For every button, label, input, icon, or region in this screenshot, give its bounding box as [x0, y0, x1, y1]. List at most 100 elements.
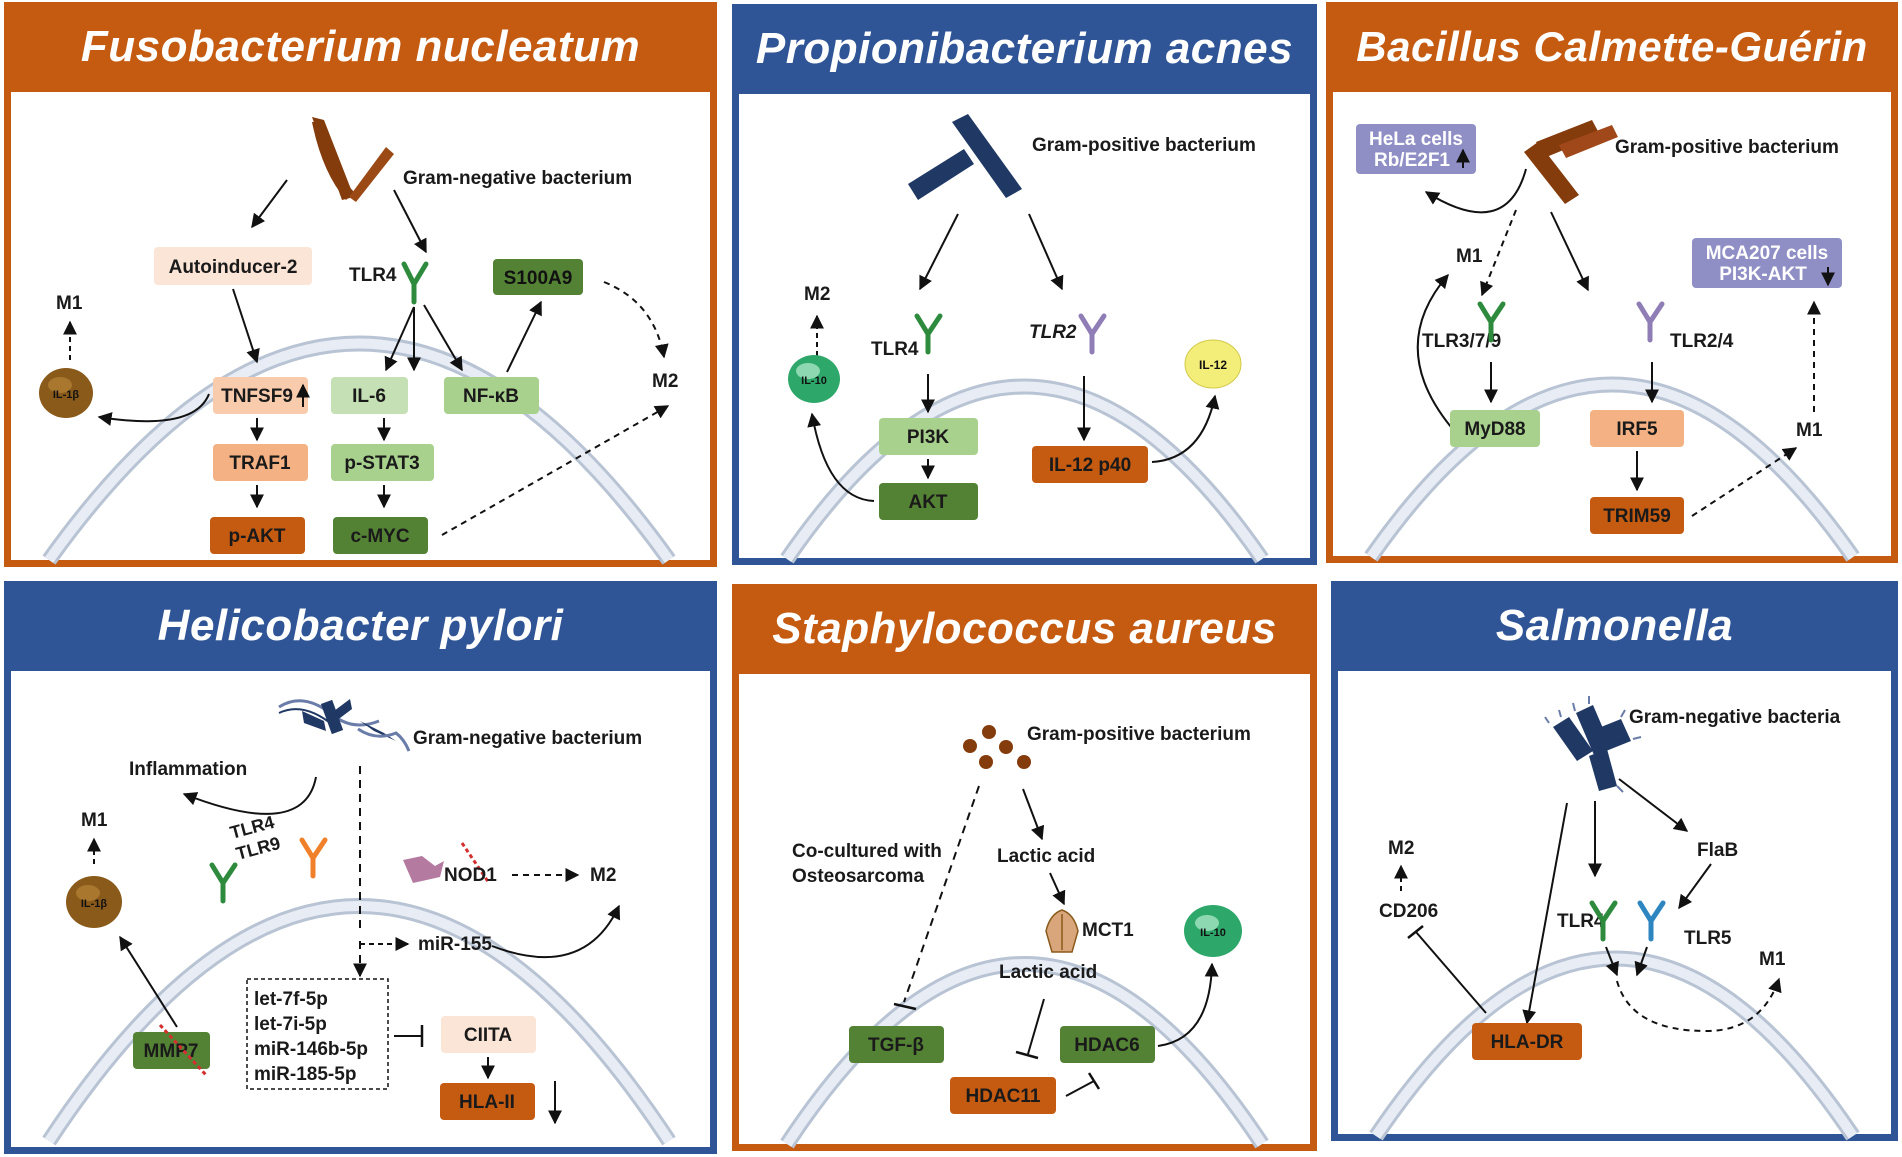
il6-box: [331, 377, 408, 414]
bacterium-type-label: Gram-positive bacterium: [1615, 137, 1839, 158]
bacterium-icon: [278, 699, 411, 752]
lactic-acid-inside-label: Lactic acid: [999, 962, 1097, 983]
tlr4-receptor-icon: [401, 261, 429, 305]
panel-body-fusobacterium: [11, 92, 710, 560]
s100a9-label: S100A9: [504, 268, 573, 289]
tgfb-label: TGF-β: [868, 1035, 924, 1056]
inflammation-label: Inflammation: [129, 759, 247, 780]
autoinducer-box: [154, 247, 312, 285]
tlr4-label: TLR4: [1557, 911, 1605, 932]
mirna-item: let-7i-5p: [254, 1014, 327, 1035]
il12-icon: [1184, 339, 1242, 389]
mmp7-label: MMP7: [144, 1041, 199, 1062]
hela-line1: HeLa cells: [1369, 129, 1463, 150]
panel-title-bcg: Bacillus Calmette-Guérin: [1356, 23, 1868, 70]
mirna-item: let-7f-5p: [254, 989, 328, 1010]
mca-box: [1692, 238, 1842, 288]
myd88-label: MyD88: [1464, 419, 1525, 440]
m1-label: M1: [81, 810, 108, 831]
bacterium-type-label: Gram-negative bacterium: [403, 168, 632, 189]
s100a9-box: [493, 259, 583, 295]
mirna-box: [246, 978, 389, 1090]
il10-label: IL-10: [1200, 927, 1226, 939]
tlr4-receptor-icon: [914, 313, 943, 355]
irf5-box: [1590, 410, 1684, 447]
tlr24-label: TLR2/4: [1670, 331, 1734, 352]
flab-label: FlaB: [1697, 840, 1738, 861]
autoinducer-label: Autoinducer-2: [169, 257, 298, 278]
panel-title-helicobacter: Helicobacter pylori: [157, 601, 564, 650]
traf1-label: TRAF1: [229, 453, 291, 474]
m1-label: M1: [1759, 949, 1786, 970]
bcg-diagram: Gram-positive bacterium HeLa cells Rb/E2…: [1356, 120, 1860, 562]
tlr4-label: TLR4: [871, 339, 919, 360]
mct1-transporter-icon: [1045, 909, 1079, 953]
hladr-label: HLA-DR: [1491, 1032, 1564, 1053]
pakt-box: [210, 517, 305, 554]
pstat3-label: p-STAT3: [344, 453, 419, 474]
m2-label: M2: [590, 865, 616, 886]
bacterium-type-label: Gram-negative bacterium: [413, 728, 642, 749]
hdac6-box: [1060, 1026, 1155, 1063]
pstat3-box: [331, 444, 434, 481]
bacterium-type-label: Gram-negative bacteria: [1629, 707, 1841, 728]
nod1-receptor-icon: [403, 842, 491, 884]
pi3k-box: [879, 418, 978, 455]
il12-label: IL-12: [1199, 358, 1227, 372]
tlr4-receptor-icon: [209, 862, 238, 904]
hdac11-label: HDAC11: [966, 1086, 1041, 1107]
hela-line2: Rb/E2F1: [1374, 150, 1450, 171]
mct1-label: MCT1: [1082, 920, 1134, 941]
m1-top-label: M1: [1456, 246, 1483, 267]
tlr4-label: TLR4: [349, 265, 397, 286]
cocultured-line2: Osteosarcoma: [792, 866, 924, 887]
bacterium-icon: [963, 725, 1031, 769]
tgfb-box: [849, 1026, 944, 1063]
hla2-label: HLA-II: [459, 1092, 515, 1113]
ciita-label: CIITA: [464, 1025, 512, 1046]
akt-box: [879, 483, 978, 520]
hela-box: [1356, 124, 1476, 174]
panel-title-propionibacterium: Propionibacterium acnes: [755, 24, 1294, 73]
sal-diagram: Gram-negative bacteria FlaB M2 CD206 TLR…: [1369, 696, 1860, 1141]
bacterium-icon: [1544, 696, 1642, 793]
mirna-item: miR-185-5p: [254, 1064, 356, 1085]
bacterium-icon: [908, 114, 1022, 200]
il6-label: IL-6: [352, 386, 386, 407]
cmyc-label: c-MYC: [350, 526, 409, 547]
traf1-box: [213, 444, 308, 481]
nfkb-box: [444, 377, 539, 414]
panel-title-staphylococcus: Staphylococcus aureus: [772, 604, 1277, 653]
pakt-label: p-AKT: [229, 526, 286, 547]
bacterium-icon: [1524, 120, 1618, 204]
panel-title-fusobacterium: Fusobacterium nucleatum: [80, 22, 641, 71]
trim59-box: [1590, 497, 1684, 534]
hp-diagram: Gram-negative bacterium Inflammation M1 …: [42, 699, 676, 1146]
bacterium-type-label: Gram-positive bacterium: [1027, 724, 1251, 745]
panel-staphylococcus: Staphylococcus aureus Gram-positive bact…: [732, 584, 1317, 1151]
bacterium-type-label: Gram-positive bacterium: [1032, 135, 1256, 156]
tlr24-receptor-icon: [1636, 301, 1665, 343]
il1b-label: IL-1β: [53, 389, 80, 401]
mca-line1: MCA207 cells: [1706, 243, 1829, 264]
lactic-acid-outside-label: Lactic acid: [997, 846, 1095, 867]
tlr5-label: TLR5: [1684, 928, 1732, 949]
tnfsf9-label: TNFSF9: [221, 386, 293, 407]
panel-propionibacterium: Propionibacterium acnes Gram-positive ba…: [732, 4, 1317, 565]
tlr379-receptor-icon: [1477, 301, 1506, 343]
tlr2-receptor-icon: [1078, 313, 1107, 355]
sa-diagram: Gram-positive bacterium Co-cultured with…: [780, 724, 1269, 1149]
tlr4-receptor-icon: [1589, 900, 1618, 942]
tlr5-receptor-icon: [1637, 900, 1666, 942]
il1b-label: IL-1β: [81, 898, 108, 910]
il10-label: IL-10: [801, 375, 827, 387]
m2-label: M2: [652, 371, 678, 392]
prop-diagram: Gram-positive bacterium M2 TLR4 TLR2 IL-…: [780, 114, 1269, 564]
bacterium-icon: [312, 117, 394, 202]
m1-right-label: M1: [1796, 420, 1823, 441]
panel-salmonella: Salmonella Gram-negative bacteria FlaB M…: [1331, 581, 1898, 1141]
hla2-box: [440, 1083, 535, 1120]
panel-bcg: Bacillus Calmette-Guérin Gram-positive b…: [1326, 2, 1898, 563]
m1-label: M1: [56, 293, 83, 314]
panel-fusobacterium: Fusobacterium nucleatum Gram-negative ba…: [4, 2, 717, 567]
